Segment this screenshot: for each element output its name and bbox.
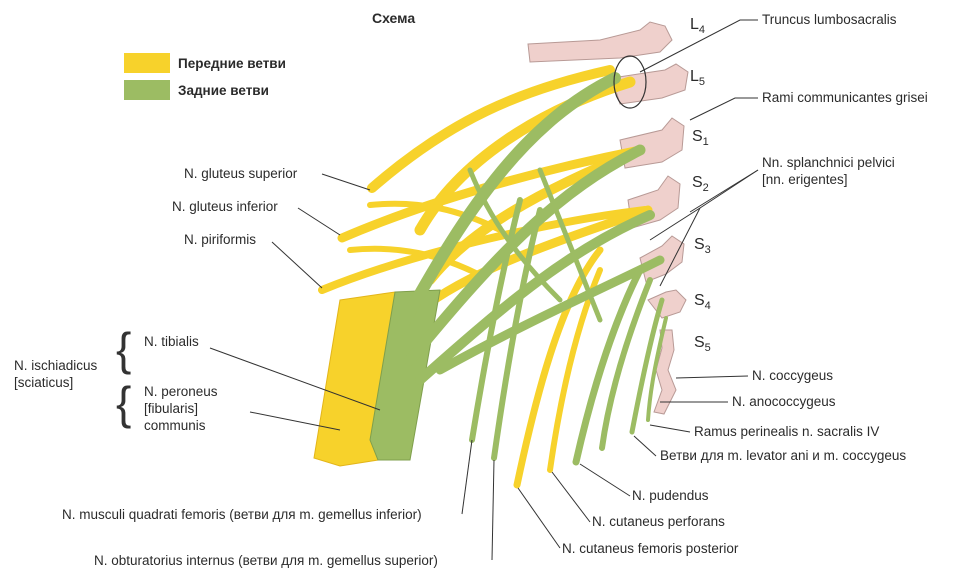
segment-s5: S5 [694,334,711,354]
root-l4 [528,22,672,62]
leader-quadrati [462,440,472,514]
root-s5-coccygeal [654,330,676,414]
label-pudendus: N. pudendus [632,488,709,504]
anterior-gluteus-superior [372,70,610,188]
leader-pudendus [580,464,630,496]
label-anococcygeus: N. anococcygeus [732,394,836,410]
legend-posterior: Задние ветви [124,80,269,100]
segment-s3: S3 [694,236,711,256]
diagram-title: Схема [372,10,415,26]
label-cutaneus-femoris: N. cutaneus femoris posterior [562,541,738,557]
legend-label-posterior: Задние ветви [178,83,269,98]
label-peroneus-line3: communis [144,418,206,434]
segment-l5: L5 [690,68,705,88]
label-truncus-lumbosacralis: Truncus lumbosacralis [762,12,897,28]
leader-coccygeus [676,376,748,378]
label-splanchnici-line2: [nn. erigentes] [762,172,848,188]
segment-l4: L4 [690,16,705,36]
label-tibialis: N. tibialis [144,334,199,350]
segment-s4: S4 [694,292,711,312]
segment-s1: S1 [692,128,709,148]
legend-swatch-posterior [124,80,170,100]
leader-piriformis [272,242,322,288]
label-rami-communicantes: Rami communicantes grisei [762,90,928,106]
label-ischiadicus-line2: [sciaticus] [14,375,73,391]
leader-gluteus-superior [322,174,370,190]
legend-anterior: Передние ветви [124,53,286,73]
label-gluteus-inferior: N. gluteus inferior [172,199,278,215]
label-peroneus-line1: N. peroneus [144,384,218,400]
label-gluteus-superior: N. gluteus superior [184,166,297,182]
label-obturatorius-internus: N. obturatorius internus (ветви для m. g… [94,553,438,569]
label-vetvi-levator: Ветви для m. levator ani и m. coccygeus [660,448,906,464]
leader-obturatorius [492,460,494,560]
label-quadrati-femoris: N. musculi quadrati femoris (ветви для m… [62,507,422,523]
label-piriformis: N. piriformis [184,232,256,248]
leader-femoris [518,488,560,548]
root-s4 [648,290,686,318]
leader-rami [690,98,758,120]
leader-levator [634,436,656,456]
label-ischiadicus-line1: N. ischiadicus [14,358,97,374]
legend-swatch-anterior [124,53,170,73]
leader-ramus-perinealis [650,425,690,432]
label-peroneus-line2: [fibularis] [144,401,198,417]
label-ramus-perinealis: Ramus perinealis n. sacralis IV [694,424,879,440]
leader-gluteus-inferior [298,208,340,235]
segment-s2: S2 [692,174,709,194]
label-splanchnici-line1: Nn. splanchnici pelvici [762,155,895,171]
brace-bottom: { [116,380,131,426]
leader-perforans [552,472,590,522]
brace-top: { [116,326,131,372]
label-coccygeus: N. coccygeus [752,368,833,384]
label-cutaneus-perforans: N. cutaneus perforans [592,514,725,530]
legend-label-anterior: Передние ветви [178,56,286,71]
